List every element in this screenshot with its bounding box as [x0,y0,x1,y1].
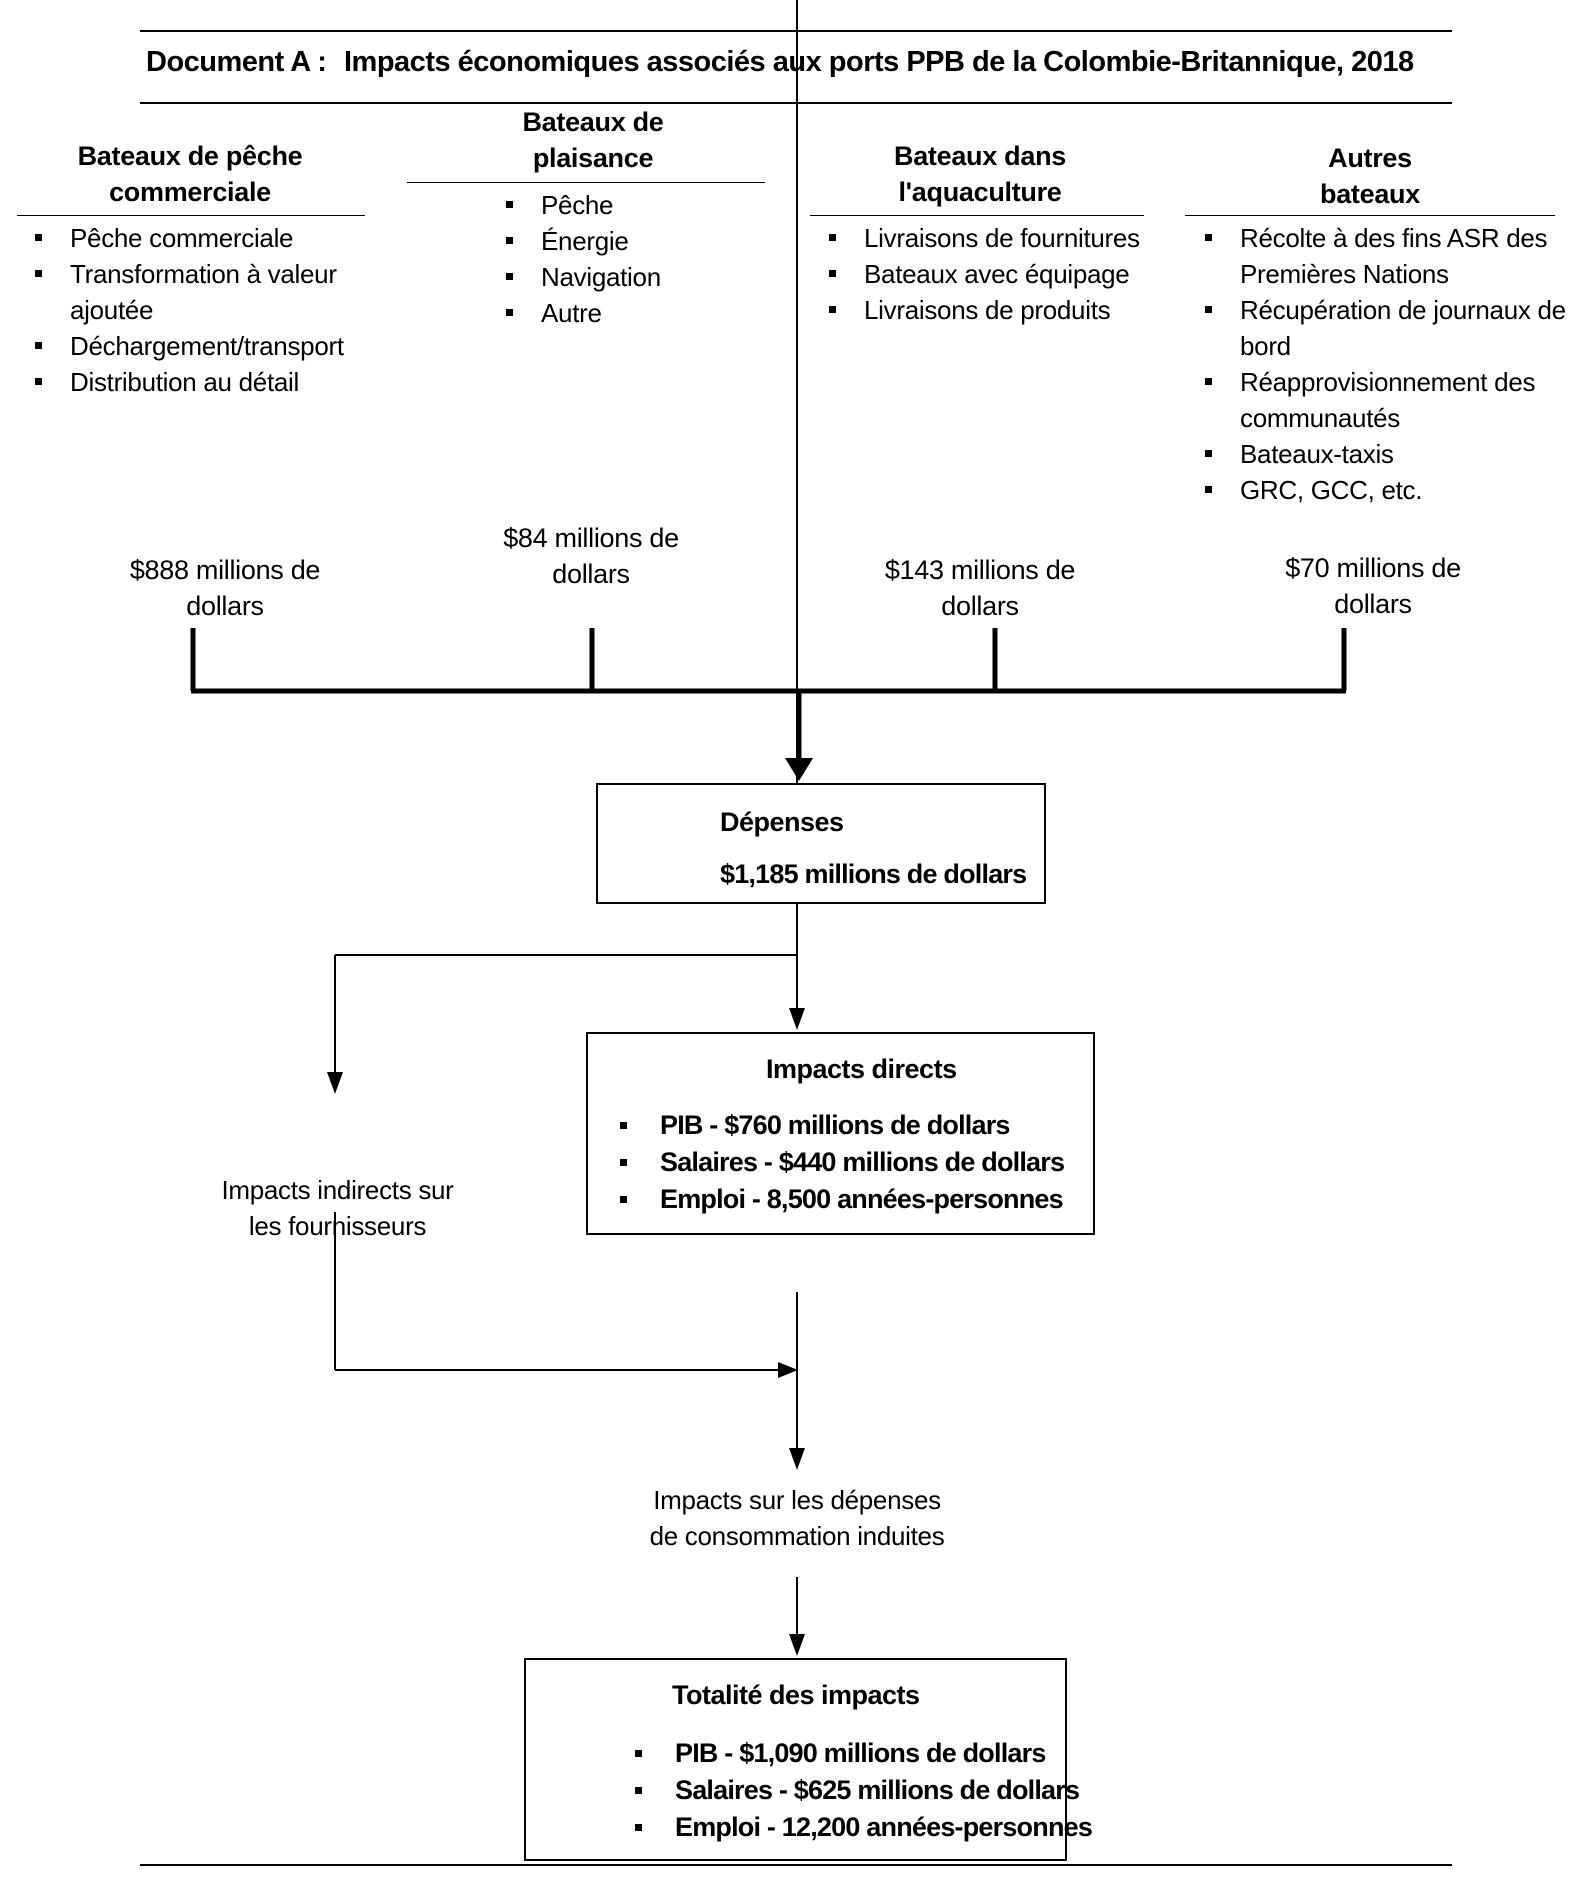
list-commercial-fishing: Pêche commerciale Transformation à valeu… [16,220,346,400]
column-title-aquaculture: Bateaux dans l'aquaculture [894,141,1066,207]
column-rule-commercial-fishing [17,215,365,216]
column-title-commercial-fishing: Bateaux de pêche commerciale [77,141,303,207]
document-title: Impacts économiques associés aux ports P… [344,46,1414,78]
expenses-value: $1,185 millions de dollars [720,859,1027,889]
list-item: Salaires - $625 millions de dollars [625,1772,1092,1809]
list-other-boats: Récolte à des fins ASR des Premières Nat… [1186,220,1568,508]
direct-impacts-title: Impacts directs [766,1054,957,1084]
list-item: Récolte à des fins ASR des Premières Nat… [1186,220,1568,292]
column-rule-aquaculture [810,215,1144,216]
total-impacts-list: PIB - $1,090 millions de dollars Salaire… [625,1735,1093,1846]
list-item: Bateaux avec équipage [810,256,1150,292]
list-item: Bateaux-taxis [1186,436,1568,472]
list-item: Autre [487,295,737,331]
list-item: Salaires - $440 millions de dollars [610,1144,1065,1181]
list-item: Livraisons de fournitures [810,220,1150,256]
list-item: PIB - $760 millions de dollars [610,1107,1064,1144]
list-item: Déchargement/transport [16,328,346,364]
column-title-pleasure-boats: Bateaux de plaisance [522,107,664,173]
list-item: GRC, GCC, etc. [1186,472,1568,508]
document-label: Document A : [146,46,327,78]
column-title-other-boats: Autres bateaux [1320,143,1420,209]
bottom-rule [140,1864,1452,1866]
list-item: Livraisons de produits [810,292,1150,328]
document-header: Document A : Impacts économiques associés… [146,46,1414,79]
list-item: Énergie [487,223,737,259]
expenses-box: Dépenses $1,185 millions de dollars [596,783,1046,904]
expenses-title: Dépenses [720,807,844,837]
direct-impacts-box: Impacts directs PIB - $760 millions de d… [586,1032,1095,1235]
list-item: Navigation [487,259,737,295]
list-item: Transformation à valeur ajoutée [16,256,346,328]
amount-pleasure-boats: $84 millions de dollars [503,523,679,589]
direct-impacts-list: PIB - $760 millions de dollars Salaires … [610,1107,1065,1218]
indirect-impacts-label: Impacts indirects sur les fournisseurs [221,1175,454,1241]
induced-impacts-label: Impacts sur les dépenses de consommation… [649,1485,945,1551]
total-impacts-box: Totalité des impacts PIB - $1,090 millio… [524,1658,1093,1861]
list-pleasure-boats: Pêche Énergie Navigation Autre [487,187,737,331]
list-item: Emploi - 12,200 années-personnes [625,1809,1093,1846]
amount-aquaculture: $143 millions de dollars [884,555,1076,621]
list-item: Pêche [487,187,737,223]
list-item: Distribution au détail [16,364,346,400]
list-item: Récupération de journaux de bord [1186,292,1568,364]
column-rule-other-boats [1185,215,1555,216]
amount-other-boats: $70 millions de dollars [1285,553,1461,619]
list-aquaculture: Livraisons de fournitures Bateaux avec é… [810,220,1150,328]
list-item: PIB - $1,090 millions de dollars [625,1735,1092,1772]
column-rule-pleasure-boats [407,182,765,183]
list-item: Réapprovisionnement des communautés [1186,364,1568,436]
list-item: Emploi - 8,500 années-personnes [610,1181,1064,1218]
list-item: Pêche commerciale [16,220,346,256]
total-impacts-title: Totalité des impacts [672,1680,920,1710]
amount-commercial-fishing: $888 millions de dollars [129,555,321,621]
